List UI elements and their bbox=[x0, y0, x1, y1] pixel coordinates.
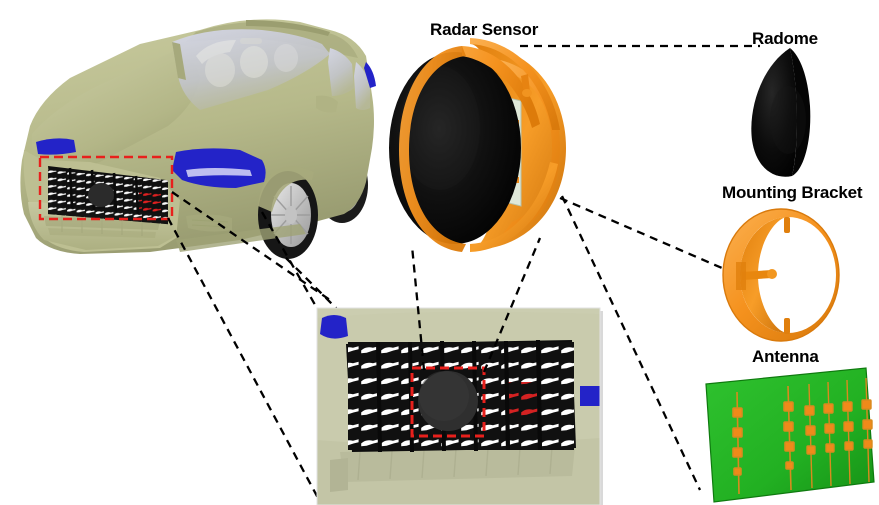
side-window-rear bbox=[354, 62, 370, 110]
radome-in-assembly bbox=[389, 52, 521, 244]
leader-sensor-to-antenna bbox=[560, 195, 702, 491]
windshield bbox=[172, 29, 330, 111]
closeup-red-slats bbox=[508, 382, 540, 424]
radar-disc-on-car bbox=[88, 183, 114, 207]
bracket-front-rim bbox=[399, 46, 466, 252]
leader-panel-to-radome bbox=[410, 245, 426, 371]
vehicle-illustration bbox=[20, 19, 376, 259]
label-mounting-bracket: Mounting Bracket bbox=[722, 183, 863, 202]
mounting-bracket-component bbox=[722, 208, 840, 342]
leader-panel-to-bracket bbox=[482, 237, 542, 373]
bracket-bottom-arc bbox=[470, 162, 558, 252]
interior bbox=[196, 38, 298, 87]
antenna-rx-columns bbox=[804, 377, 873, 489]
lower-air-intake bbox=[44, 214, 160, 238]
radome-component bbox=[751, 48, 811, 177]
taillight-accent bbox=[364, 62, 376, 88]
car-grille bbox=[48, 166, 168, 225]
leader-car-to-panel-top bbox=[171, 191, 331, 301]
label-radome: Radome bbox=[752, 29, 818, 48]
label-radar-sensor: Radar Sensor bbox=[430, 20, 539, 39]
headlight-left bbox=[36, 138, 76, 155]
closeup-headlight-right bbox=[580, 386, 600, 406]
leader-car-to-panel-bottom bbox=[166, 217, 320, 499]
leader-panel-to-sensor-group bbox=[410, 237, 542, 373]
closeup-highlight-box bbox=[410, 366, 486, 438]
bracket-tab-left bbox=[742, 270, 772, 280]
label-antenna: Antenna bbox=[752, 347, 819, 366]
closeup-headlight-left bbox=[320, 315, 348, 339]
leader-sensor-to-bracket bbox=[559, 196, 723, 270]
grille-highlight-box bbox=[38, 155, 174, 221]
grille-closeup-panel bbox=[316, 307, 603, 505]
side-window-front bbox=[328, 48, 354, 96]
bracket-tab-top bbox=[784, 217, 790, 233]
antenna-tx-columns bbox=[732, 385, 795, 495]
antenna-component bbox=[705, 367, 875, 503]
radar-sensor-assembly bbox=[389, 38, 566, 252]
bracket-tab-bottom bbox=[784, 318, 790, 334]
grille-red-zone bbox=[139, 189, 161, 214]
